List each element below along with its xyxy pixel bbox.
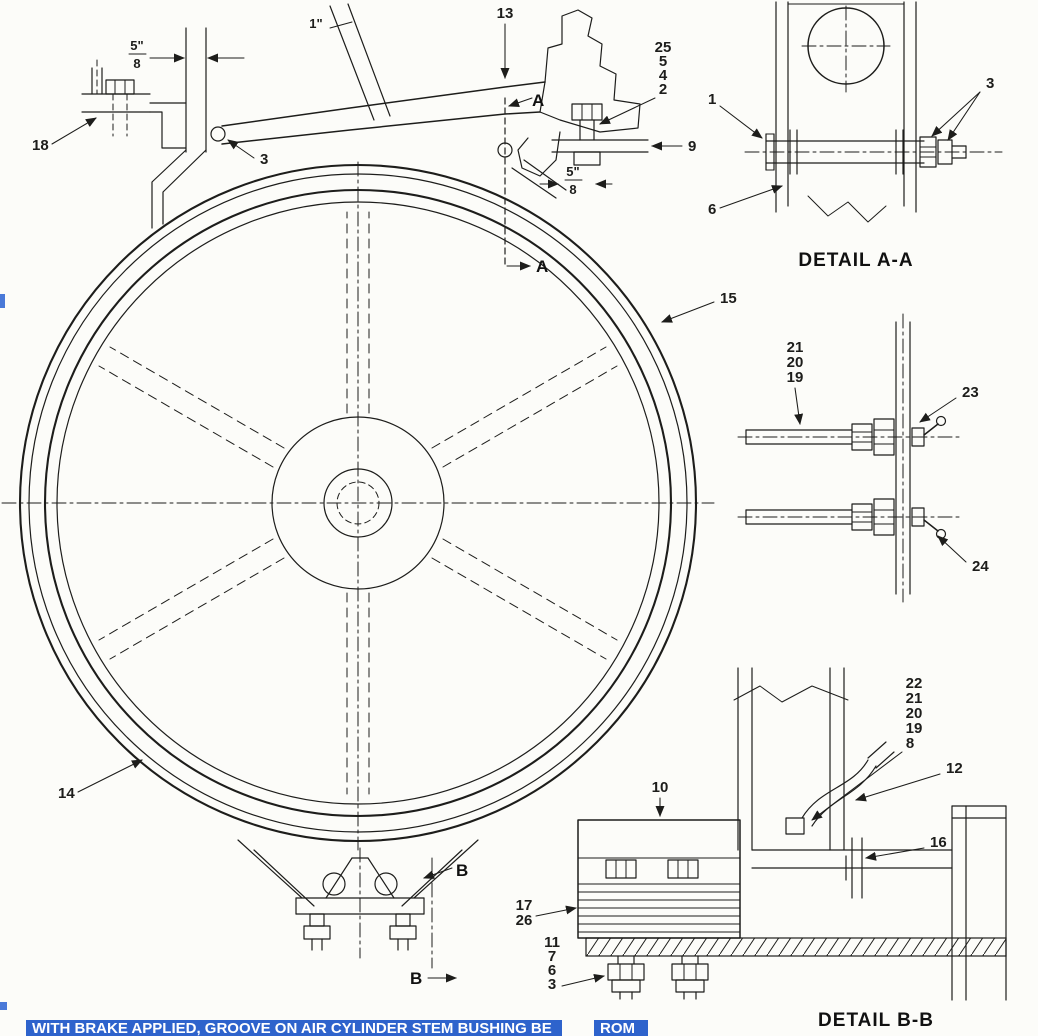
callout-7: 7: [548, 948, 556, 965]
detail-aa-title: DETAIL A-A: [798, 250, 913, 271]
callout-21-bb: 21: [906, 690, 923, 707]
section-marker-a-top: A: [532, 91, 544, 110]
section-line-a: A A: [497, 91, 548, 276]
top-lever-mechanism: 5" 8 1": [32, 3, 737, 802]
dim-numerator: 5": [566, 164, 579, 179]
callout-10: 10: [652, 779, 669, 796]
air-hose: [785, 741, 895, 835]
dim-denominator: 8: [569, 182, 576, 197]
callout-12: 12: [946, 760, 963, 777]
scan-artifact: [0, 294, 5, 308]
valve-casting: [517, 9, 641, 177]
dimension-5-8-left: 5" 8: [128, 38, 245, 71]
wall-bracket: [81, 59, 187, 149]
wheel-spokes: [98, 211, 618, 795]
detail-a-a: 1 3 6 DETAIL A-A: [708, 1, 1003, 271]
section-marker-a-bottom: A: [536, 257, 548, 276]
dim-denominator: 8: [133, 56, 140, 71]
spring-block: [577, 819, 741, 939]
callout-6-bb: 6: [548, 962, 556, 979]
callout-21-fittings: 21: [787, 339, 804, 356]
footer-note-fragment: ROM: [600, 1020, 635, 1036]
callout-24: 24: [972, 558, 989, 575]
lever-arm: [210, 81, 546, 145]
callout-11: 11: [544, 934, 560, 951]
stem-flange: [845, 837, 863, 899]
callout-18: 18: [32, 137, 49, 154]
callout-8: 8: [906, 735, 914, 752]
callout-20-fittings: 20: [787, 354, 804, 371]
callout-23: 23: [962, 384, 979, 401]
callout-20-bb: 20: [906, 705, 923, 722]
dimension-5-8-right: 5" 8: [539, 164, 613, 197]
callout-9: 9: [688, 138, 696, 155]
section-marker-b-bottom: B: [410, 969, 422, 988]
diagonal-link: 1": [309, 3, 391, 121]
footer-highlight: [594, 1020, 648, 1036]
base-bolts: [607, 955, 709, 1000]
footer-note: WITH BRAKE APPLIED, GROOVE ON AIR CYLIND…: [26, 1020, 648, 1036]
callout-22: 22: [906, 675, 923, 692]
callout-1: 1: [708, 91, 716, 108]
scan-artifact: [0, 1002, 7, 1010]
callout-3-lever: 3: [260, 151, 268, 168]
dimension-1-inch: 1": [309, 16, 322, 31]
callout-4: 4: [659, 67, 668, 84]
detail-b-b: 22 21 20 19 8 12 16 10 17 26 11 7 6 3 DE…: [516, 667, 1007, 1031]
callout-14: 14: [58, 785, 75, 802]
section-marker-b-top: B: [456, 861, 468, 880]
section-line-b: B B: [410, 857, 468, 988]
bottom-bracket: B B: [295, 847, 468, 988]
brake-wheel: [1, 149, 715, 907]
callout-19-fittings: 19: [787, 369, 804, 386]
callout-19-bb: 19: [906, 720, 923, 737]
callout-6-detail-aa: 6: [708, 201, 716, 218]
callout-17: 17: [516, 897, 533, 914]
callout-3-bb: 3: [548, 976, 556, 993]
callout-3-detail-aa: 3: [986, 75, 994, 92]
callout-25: 25: [655, 39, 672, 56]
callout-26: 26: [516, 912, 533, 929]
callout-5: 5: [659, 53, 667, 70]
callout-16: 16: [930, 834, 947, 851]
band-straps: [151, 149, 567, 907]
callout-15: 15: [720, 290, 737, 307]
detail-bb-title: DETAIL B-B: [818, 1010, 934, 1031]
wheel-hub: [271, 416, 445, 590]
footer-highlight: [26, 1020, 562, 1036]
grease-fittings: 21 20 19 23 24: [737, 313, 989, 603]
dim-numerator: 5": [130, 38, 143, 53]
callout-2: 2: [659, 81, 667, 98]
grease-fitting-lower: [737, 498, 963, 540]
footer-note-text: WITH BRAKE APPLIED, GROOVE ON AIR CYLIND…: [32, 1020, 552, 1036]
callout-13: 13: [497, 5, 514, 22]
grease-fitting-upper: [737, 415, 963, 456]
pivot-bolt: [571, 103, 603, 166]
